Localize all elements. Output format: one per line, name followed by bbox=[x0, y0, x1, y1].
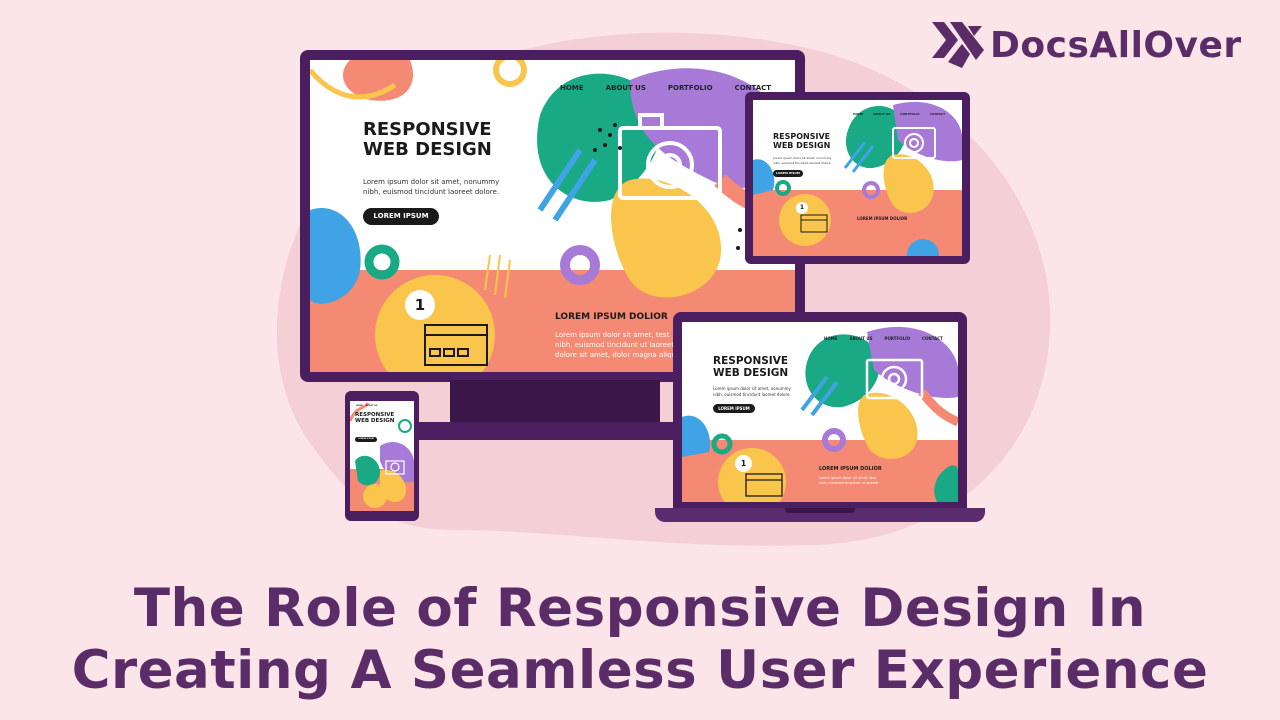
headline-line1: The Role of Responsive Design In bbox=[133, 578, 1147, 639]
nav-home[interactable]: HOME bbox=[560, 84, 584, 92]
hero-body-line1: Lorem ipsum dolor sit amet, nonummy bbox=[363, 178, 500, 186]
tablet-hero-body-line2: nibh, euismod tincidunt laoreet dolore. bbox=[773, 161, 832, 165]
page-headline: The Role of Responsive Design In Creatin… bbox=[0, 578, 1280, 702]
hero-title-line1: RESPONSIVE bbox=[363, 119, 492, 140]
laptop-section-title: LOREM IPSUM DOLIOR bbox=[819, 466, 882, 472]
monitor-section-number: 1 bbox=[405, 290, 435, 320]
headline-line2: Creating A Seamless User Experience bbox=[71, 640, 1209, 701]
tablet-section-title: LOREM IPSUM DOLIOR bbox=[857, 216, 908, 221]
laptop-nav-home[interactable]: HOME bbox=[824, 336, 838, 341]
laptop-nav-contact[interactable]: CONTACT bbox=[922, 336, 943, 341]
monitor-section-title: LOREM IPSUM DOLIOR bbox=[555, 312, 668, 322]
brand-name: DocsAllOver bbox=[990, 24, 1242, 66]
laptop-hero-title: RESPONSIVE WEB DESIGN bbox=[713, 355, 789, 380]
tablet-nav-portfolio[interactable]: PORTFOLIO bbox=[900, 112, 920, 116]
monitor-base bbox=[410, 422, 700, 440]
section-body-line2: nibh, euismod tincidunt ut laoreet bbox=[555, 341, 675, 349]
laptop-hero-title-line1: RESPONSIVE bbox=[713, 355, 788, 367]
phone-screen: HOME ABOUT US RESPONSIVE WEB DESIGN LORE… bbox=[350, 401, 414, 511]
tablet-device: HOME ABOUT US PORTFOLIO CONTACT RESPONSI… bbox=[745, 92, 970, 264]
monitor-stand bbox=[450, 380, 660, 424]
monitor-hero-title: RESPONSIVE WEB DESIGN bbox=[363, 119, 492, 161]
phone-hero-title-line1: RESPONSIVE bbox=[355, 412, 395, 418]
laptop-hero-body-line1: Lorem ipsum dolor sit amet, nonummy bbox=[713, 386, 791, 391]
laptop-nav-portfolio[interactable]: PORTFOLIO bbox=[884, 336, 911, 341]
laptop-device: HOME ABOUT US PORTFOLIO CONTACT RESPONSI… bbox=[655, 312, 985, 527]
hero-title-line2: WEB DESIGN bbox=[363, 139, 492, 161]
laptop-nav: HOME ABOUT US PORTFOLIO CONTACT bbox=[824, 336, 943, 341]
tablet-hero-title-line2: WEB DESIGN bbox=[773, 140, 831, 150]
hero-body-line2: nibh, euismod tincidunt laoreet dolore. bbox=[363, 188, 500, 196]
phone-nav-about[interactable]: ABOUT US bbox=[365, 405, 378, 407]
monitor-nav: HOME ABOUT US PORTFOLIO CONTACT bbox=[560, 84, 771, 92]
laptop-section-body: Lorem ipsum dolor sit amet, test nibh, e… bbox=[819, 476, 879, 486]
tablet-hero-body: Lorem ipsum dolor sit amet, nonummy nibh… bbox=[773, 156, 831, 166]
phone-nav: HOME ABOUT US bbox=[356, 405, 377, 407]
laptop-hero-body: Lorem ipsum dolor sit amet, nonummy nibh… bbox=[713, 386, 791, 398]
phone-hero-title: RESPONSIVE WEB DESIGN bbox=[355, 412, 394, 424]
laptop-cta-button[interactable]: LOREM IPSUM bbox=[713, 404, 755, 413]
section-body-line3: dolore sit amet, dolor magna aliquam bbox=[555, 351, 688, 359]
laptop-artwork bbox=[682, 326, 958, 502]
docsallover-logo-icon bbox=[932, 22, 984, 68]
nav-about[interactable]: ABOUT US bbox=[605, 84, 646, 92]
tablet-cta-button[interactable]: LOREM IPSUM bbox=[773, 170, 803, 177]
tablet-hero-title-line1: RESPONSIVE bbox=[773, 132, 831, 141]
brand-logo[interactable]: DocsAllOver bbox=[928, 14, 1258, 76]
phone-nav-home[interactable]: HOME bbox=[356, 405, 363, 407]
section-body-line1: Lorem ipsum dolor sit amet, test bbox=[555, 331, 670, 339]
tablet-nav-about[interactable]: ABOUT US bbox=[873, 112, 891, 116]
tablet-artwork bbox=[753, 101, 962, 256]
laptop-nav-about[interactable]: ABOUT US bbox=[849, 336, 873, 341]
laptop-section-body-line2: nibh, euismod tincidunt ut laoreet bbox=[819, 481, 879, 485]
laptop-base bbox=[655, 508, 985, 522]
monitor-hero-body: Lorem ipsum dolor sit amet, nonummy nibh… bbox=[363, 177, 499, 197]
tablet-nav: HOME ABOUT US PORTFOLIO CONTACT bbox=[853, 112, 945, 116]
monitor-section-body: Lorem ipsum dolor sit amet, test nibh, e… bbox=[555, 330, 687, 360]
phone-device: HOME ABOUT US RESPONSIVE WEB DESIGN LORE… bbox=[345, 391, 419, 521]
nav-portfolio[interactable]: PORTFOLIO bbox=[667, 84, 713, 92]
nav-contact[interactable]: CONTACT bbox=[734, 84, 772, 92]
laptop-hero-title-line2: WEB DESIGN bbox=[713, 366, 789, 379]
laptop-section-number: 1 bbox=[735, 455, 752, 472]
phone-cta-button[interactable]: LOREM IPSUM bbox=[355, 437, 377, 442]
tablet-section-number: 1 bbox=[796, 202, 808, 214]
tablet-nav-home[interactable]: HOME bbox=[853, 112, 864, 116]
laptop-hero-body-line2: nibh, euismod tincidunt laoreet dolore. bbox=[713, 392, 791, 397]
laptop-section-body-line1: Lorem ipsum dolor sit amet, test bbox=[819, 476, 877, 480]
phone-hero-title-line2: WEB DESIGN bbox=[355, 418, 395, 425]
tablet-hero-title: RESPONSIVE WEB DESIGN bbox=[773, 132, 831, 151]
tablet-screen: HOME ABOUT US PORTFOLIO CONTACT RESPONSI… bbox=[753, 100, 962, 256]
monitor-cta-button[interactable]: LOREM IPSUM bbox=[363, 208, 439, 225]
laptop-screen: HOME ABOUT US PORTFOLIO CONTACT RESPONSI… bbox=[682, 322, 958, 502]
laptop-hinge bbox=[785, 508, 855, 513]
phone-artwork bbox=[350, 402, 414, 511]
tablet-nav-contact[interactable]: CONTACT bbox=[929, 112, 946, 116]
tablet-hero-body-line1: Lorem ipsum dolor sit amet, nonummy bbox=[773, 156, 832, 160]
